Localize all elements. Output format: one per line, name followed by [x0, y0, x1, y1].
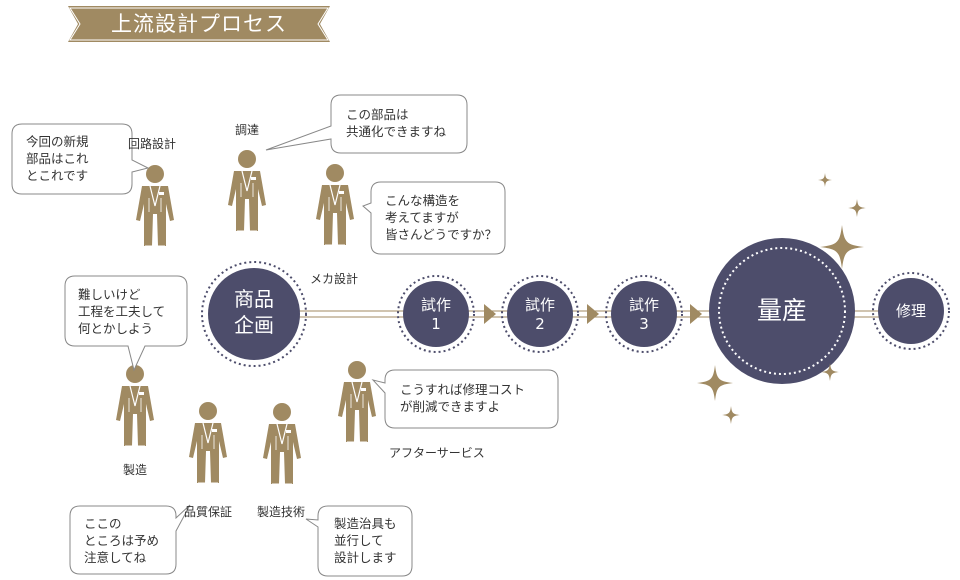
role-manufacturing-label: 製造 [123, 463, 148, 477]
bubble-circuit-text: 今回の新規 部品はこれ とこれです [26, 134, 89, 183]
arrow-2 [587, 304, 599, 324]
bubble-mechanical-text: こんな構造を 考えてますが 皆さんどうですか？ [385, 193, 498, 242]
bubble-after-service-shape [371, 369, 559, 429]
stage-proto2 [501, 275, 579, 353]
bubble-circuit-shape [11, 123, 150, 195]
title-banner-shape [68, 6, 330, 42]
stage-planning-label: 商品 企画 [234, 287, 274, 337]
stage-proto3 [605, 275, 683, 353]
sparkle-icon [848, 199, 866, 217]
stage-proto1 [397, 275, 475, 353]
bubble-mfg-tech-shape [305, 505, 413, 577]
stage-proto2-label: 試作 2 [524, 296, 555, 333]
person-mechanical-icon [315, 163, 355, 246]
sparkle-icon [722, 406, 740, 424]
bubble-mfg-tech-text: 製造治具も 並行して 設計します [334, 516, 397, 565]
stage-mass [709, 238, 855, 384]
bubble-quality-text: ここの ところは予め 注意してね [84, 516, 160, 565]
bubble-after-service-text: こうすれば修理コスト が削減できますよ [400, 382, 526, 414]
process-arrows [484, 304, 702, 324]
person-mfg-tech-icon [262, 402, 302, 485]
bubble-mechanical-shape [362, 181, 506, 255]
stage-mass-label: 量産 [756, 296, 807, 325]
stage-repair [872, 272, 950, 350]
role-circuit-label: 回路設計 [128, 137, 177, 151]
person-procurement-icon [227, 149, 267, 232]
stage-proto1-label: 試作 1 [420, 296, 451, 333]
stage-proto3-label: 試作 3 [628, 296, 659, 333]
sparkle-icon [697, 365, 733, 401]
stage-repair-label: 修理 [895, 302, 926, 320]
sparkle-icon [818, 173, 832, 187]
person-circuit-icon [135, 164, 175, 247]
role-mfg-tech-label: 製造技術 [257, 505, 306, 519]
person-after-service-icon [337, 360, 377, 443]
page-title: 上流設計プロセス [111, 12, 287, 36]
bubble-manufacturing-text: 難しいけど 工程を工夫して 何とかしよう [78, 287, 166, 336]
bubble-manufacturing-shape [64, 275, 188, 372]
stage-planning [201, 261, 307, 367]
arrow-3 [690, 304, 702, 324]
bubble-quality-shape [69, 504, 191, 575]
bubble-procurement-shape [265, 94, 468, 154]
role-quality-label: 品質保証 [184, 505, 233, 519]
arrow-1 [484, 304, 496, 324]
title-banner: 上流設計プロセス [68, 6, 330, 42]
role-mechanical-label: メカ設計 [310, 272, 359, 286]
speech-bubbles [11, 94, 559, 577]
person-quality-icon [188, 401, 228, 484]
role-procurement-label: 調達 [235, 123, 260, 137]
person-manufacturing-icon [115, 364, 155, 447]
role-after-service-label: アフターサービス [389, 446, 485, 460]
bubble-procurement-text: この部品は 共通化できますね [346, 107, 447, 139]
